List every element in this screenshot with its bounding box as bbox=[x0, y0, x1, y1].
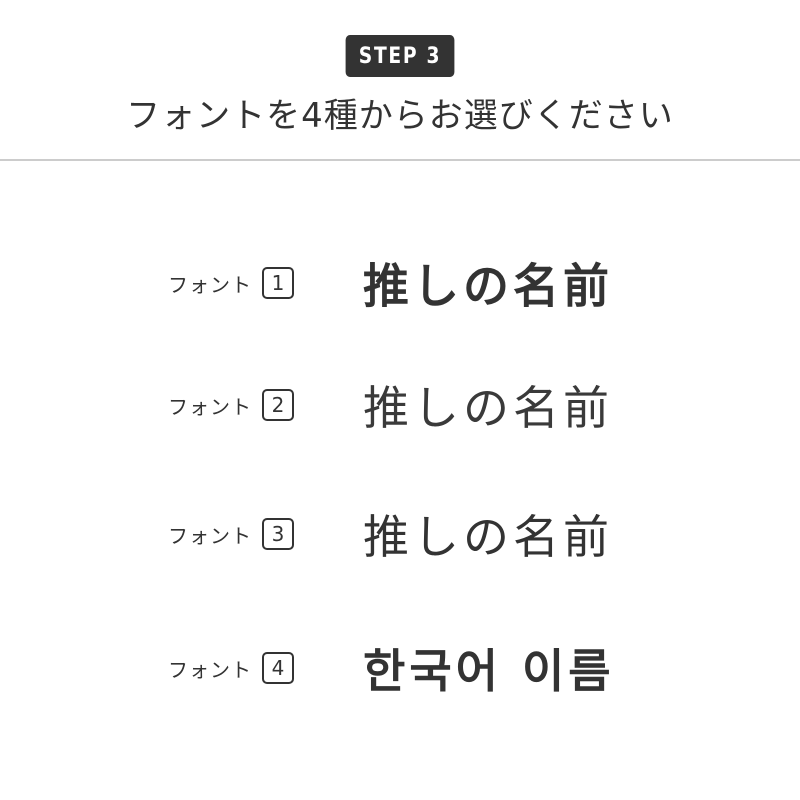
font-option-label: フォント 1 bbox=[168, 267, 294, 299]
divider bbox=[0, 159, 800, 161]
font-label-text: フォント bbox=[168, 272, 252, 297]
font-sample: 推しの名前 bbox=[363, 510, 613, 564]
font-sample: 推しの名前 bbox=[363, 258, 613, 314]
font-label-text: フォント bbox=[168, 394, 252, 419]
font-option-3[interactable]: フォント 3 推しの名前 bbox=[0, 499, 800, 569]
font-label-text: フォント bbox=[168, 657, 252, 682]
font-number-badge: 1 bbox=[262, 267, 294, 299]
font-option-1[interactable]: フォント 1 推しの名前 bbox=[0, 248, 800, 318]
font-option-label: フォント 3 bbox=[168, 518, 294, 550]
font-sample: 推しの名前 bbox=[363, 381, 613, 435]
font-option-2[interactable]: フォント 2 推しの名前 bbox=[0, 370, 800, 440]
font-number-badge: 2 bbox=[262, 389, 294, 421]
font-number-badge: 4 bbox=[262, 652, 294, 684]
font-option-label: フォント 2 bbox=[168, 389, 294, 421]
font-label-text: フォント bbox=[168, 523, 252, 548]
page-title: フォントを4種からお選びください bbox=[126, 96, 674, 136]
font-option-label: フォント 4 bbox=[168, 652, 294, 684]
step-label: STEP 3 bbox=[358, 43, 442, 69]
font-option-4[interactable]: フォント 4 한국어 이름 bbox=[0, 633, 800, 703]
font-sample: 한국어 이름 bbox=[363, 644, 615, 698]
step-badge: STEP 3 bbox=[345, 35, 455, 77]
font-number-badge: 3 bbox=[262, 518, 294, 550]
